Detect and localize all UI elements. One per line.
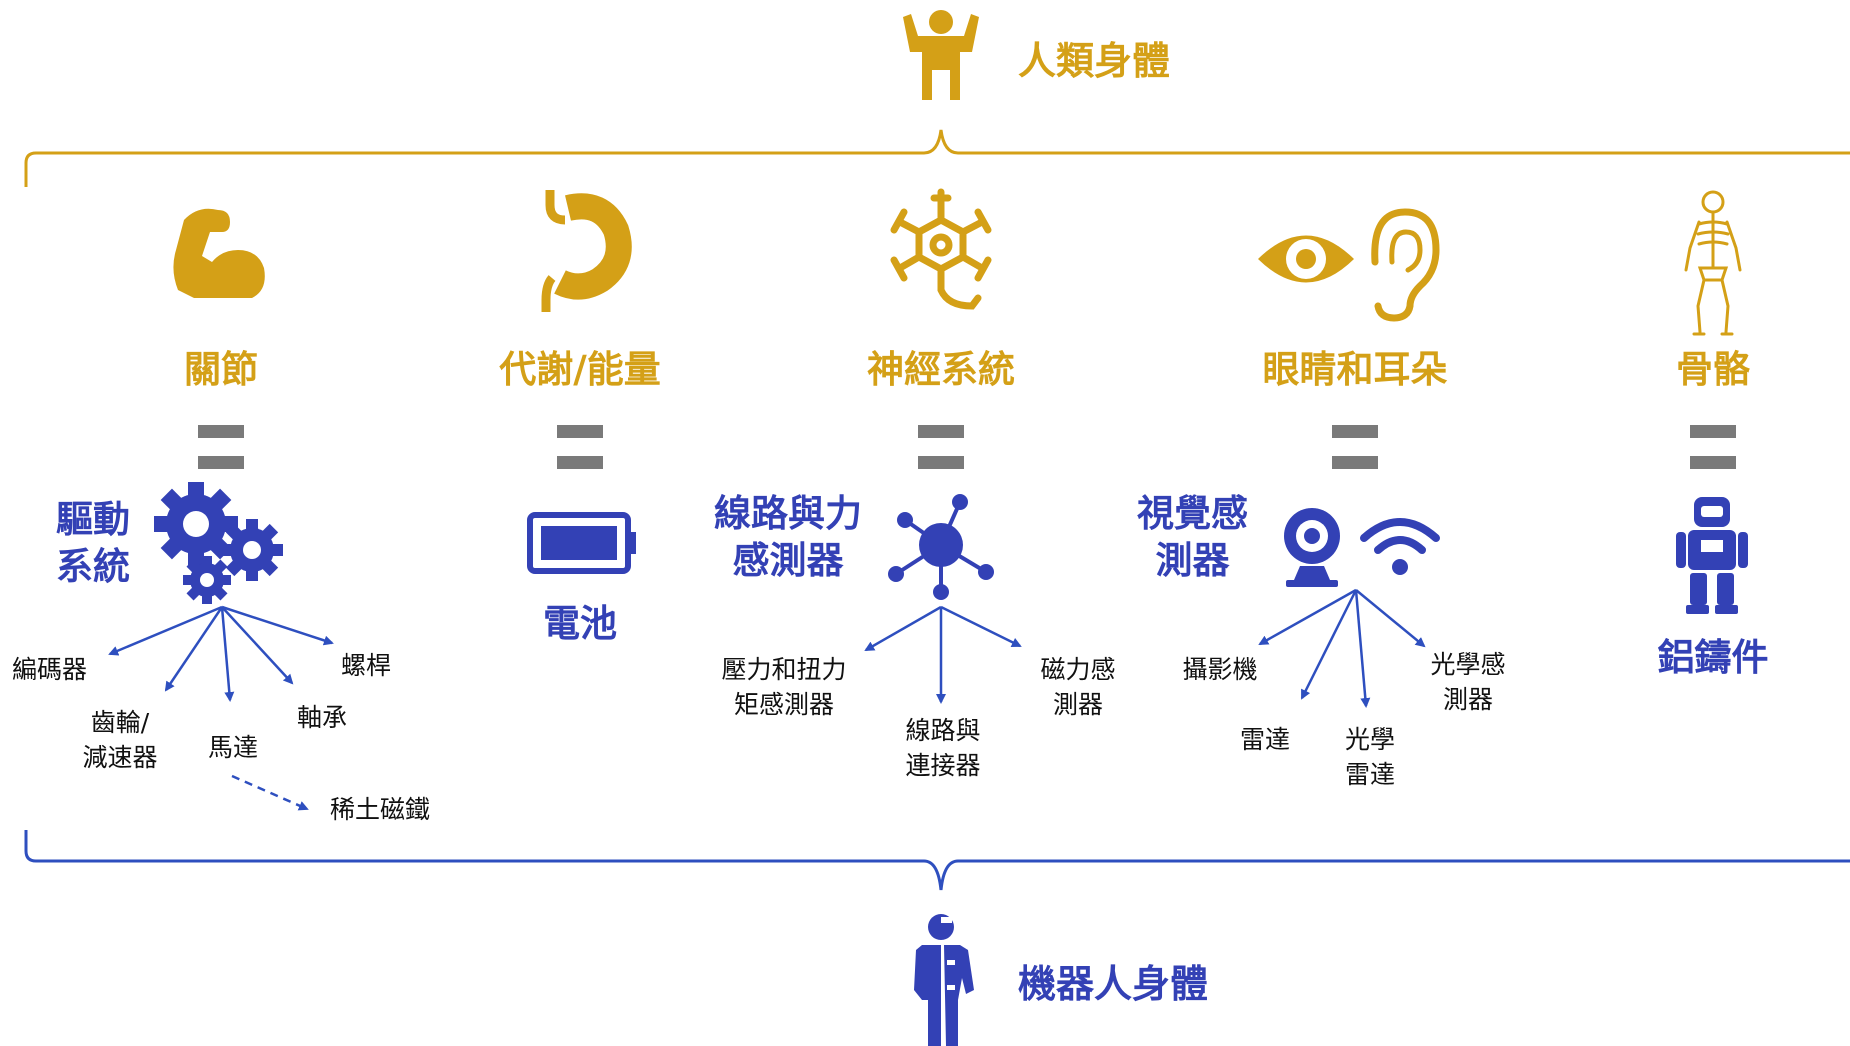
arrow-to-encoder	[108, 605, 223, 656]
webcam-and-wifi-icon	[1284, 508, 1440, 587]
component-motor: 馬達	[207, 733, 259, 762]
skeleton-icon	[1684, 190, 1742, 336]
equals-sign	[198, 425, 244, 469]
component-pressure-torque-sensor: 壓力和扭力 矩感測器	[721, 655, 847, 719]
human-label-joints: 關節	[184, 348, 258, 391]
gears-icon	[154, 482, 283, 604]
robot-label-wiring-force-sensors: 線路與力 感測器	[714, 492, 862, 582]
component-camera: 攝影機	[1182, 655, 1258, 684]
stomach-icon	[541, 190, 632, 312]
component-wiring-connectors: 線路與 連接器	[905, 716, 981, 780]
component-rare-earth-magnet: 稀土磁鐵	[330, 795, 431, 824]
arrow-to-lead-screw	[221, 605, 334, 646]
component-optical-sensor: 光學感 測器	[1430, 650, 1506, 714]
equals-sign	[1690, 425, 1736, 469]
component-lead-screw: 螺桿	[340, 651, 392, 680]
arrow-to-bearing	[221, 606, 294, 685]
bottom-brace	[24, 830, 1850, 891]
flexed-arm-icon	[173, 208, 265, 298]
robot-label-aluminum-casting: 鋁鑄件	[1657, 636, 1769, 679]
human-label-skeleton: 骨骼	[1676, 348, 1750, 391]
component-lidar: 光學 雷達	[1344, 725, 1396, 789]
component-magnetic-sensor: 磁力感 測器	[1040, 655, 1116, 719]
robot-label-drive-system: 驅動 系統	[56, 498, 130, 588]
component-gear-reducer: 齒輪/ 減速器	[82, 708, 158, 772]
arrow-to-motor	[220, 606, 235, 702]
robot-icon	[1676, 497, 1748, 614]
component-bearing: 軸承	[296, 703, 348, 732]
robot-label-vision-sensors: 視覺感 測器	[1137, 492, 1248, 582]
component-encoder: 編碼器	[12, 655, 88, 684]
eye-and-ear-icon	[1258, 208, 1440, 322]
vision-sensor-arrows	[1258, 588, 1426, 708]
neuron-icon	[890, 188, 992, 310]
equals-sign	[557, 425, 603, 469]
component-radar: 雷達	[1239, 725, 1291, 754]
human-label-nervous-system: 神經系統	[867, 348, 1015, 391]
arrow-to-gear	[164, 606, 224, 692]
battery-icon	[527, 512, 636, 574]
top-brace	[24, 129, 1850, 187]
human-body-title: 人類身體	[1018, 39, 1171, 83]
equals-sign	[918, 425, 964, 469]
person-standing-icon	[903, 10, 979, 100]
human-label-eyes-ears: 眼睛和耳朵	[1262, 348, 1448, 391]
human-label-metabolism: 代謝/能量	[499, 348, 661, 391]
network-hub-icon	[888, 494, 994, 600]
arrow-to-magnet	[231, 774, 309, 811]
robot-label-battery: 電池	[543, 602, 617, 645]
half-robot-person-icon	[914, 914, 974, 1046]
wiring-sensor-arrows	[864, 605, 1022, 704]
equals-sign	[1332, 425, 1378, 469]
drive-system-arrows	[108, 605, 334, 811]
robot-body-title: 機器人身體	[1018, 962, 1209, 1006]
